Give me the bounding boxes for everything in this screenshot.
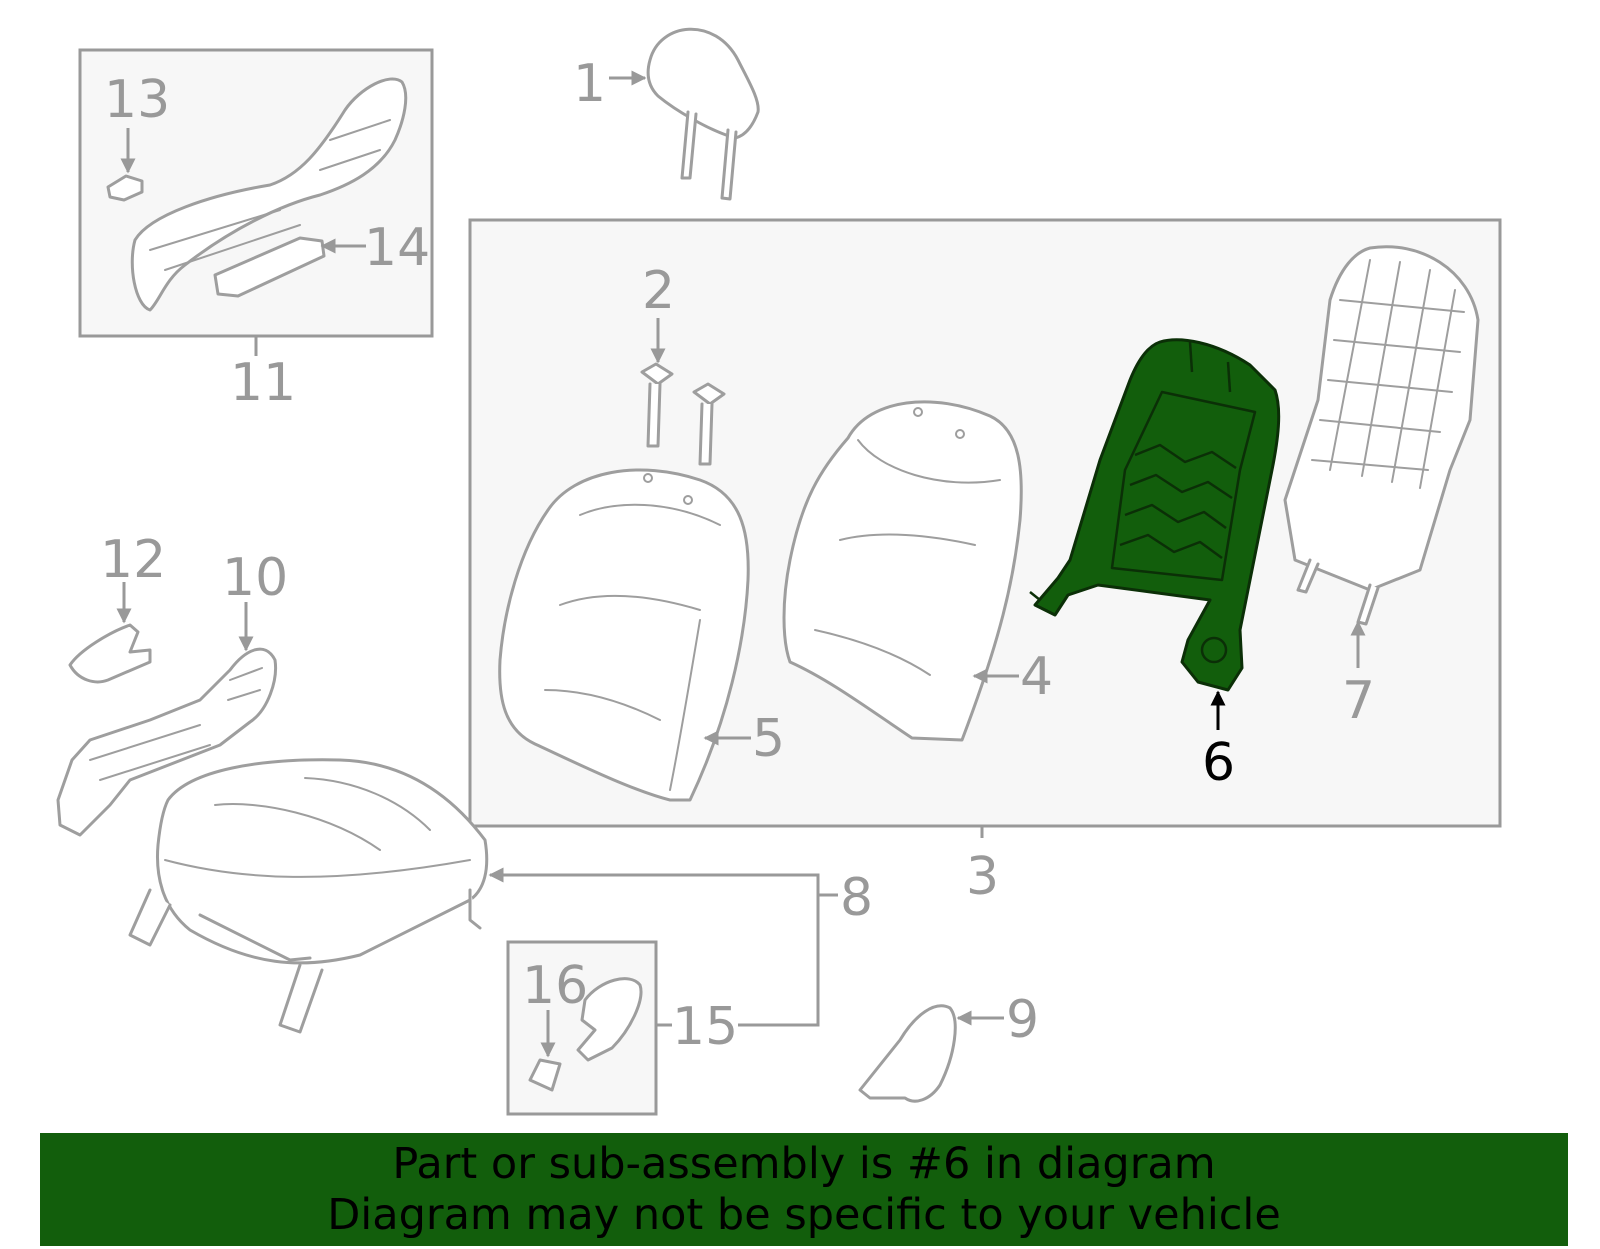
banner-line-1: Part or sub-assembly is #6 in diagram (392, 1139, 1216, 1189)
callout-13: 13 (104, 70, 170, 130)
callout-9: 9 (1006, 990, 1039, 1050)
callout-11: 11 (230, 353, 296, 413)
callout-15: 15 (672, 997, 738, 1057)
info-banner: Part or sub-assembly is #6 in diagram Di… (40, 1133, 1568, 1246)
callout-12: 12 (100, 530, 166, 590)
seatback-cover-part (498, 468, 750, 802)
callout-14: 14 (364, 218, 430, 278)
headrest-guide-part (640, 362, 726, 466)
seatback-frame-part-highlighted (1029, 338, 1281, 692)
headrest-part (646, 27, 760, 201)
seat-cushion-assembly-part (128, 758, 489, 1034)
bracket-part-15 (528, 977, 643, 1092)
group-box-15 (506, 940, 658, 1116)
switch-knob-part (68, 623, 152, 684)
seatback-pad-part (782, 400, 1023, 742)
seatback-panel-part (1283, 245, 1480, 626)
callout-16: 16 (522, 956, 588, 1016)
callout-5: 5 (752, 709, 785, 769)
banner-line-2: Diagram may not be specific to your vehi… (327, 1190, 1281, 1240)
callout-4: 4 (1020, 647, 1053, 707)
callout-leaders (116, 70, 1366, 1058)
callout-10: 10 (222, 548, 288, 608)
callout-6: 6 (1202, 733, 1235, 793)
side-shield-part (106, 77, 408, 312)
inner-cover-part (858, 1004, 957, 1103)
callout-8: 8 (840, 868, 873, 928)
recliner-cover-part (56, 647, 278, 837)
callout-7: 7 (1342, 671, 1375, 731)
callout-2: 2 (642, 261, 675, 321)
callout-1: 1 (573, 54, 606, 114)
callout-3: 3 (966, 847, 999, 907)
